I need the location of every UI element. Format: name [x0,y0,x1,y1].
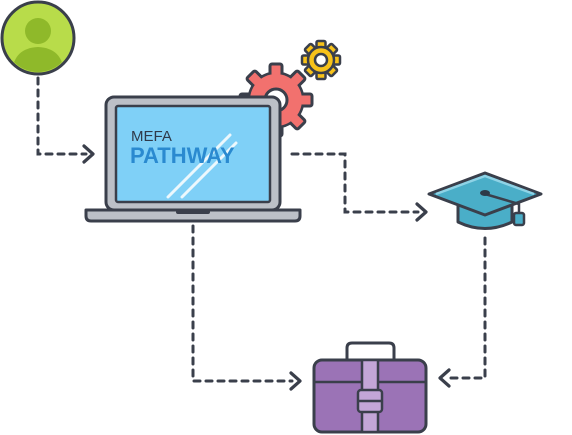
cap-button [480,190,490,196]
small-gear-icon [300,39,342,81]
graduation-cap-icon [427,171,543,230]
connector-cap-to-briefcase [446,236,487,380]
brand-line-2: PATHWAY [130,143,235,168]
arrowhead-cap [415,202,428,222]
arrowhead-briefcase-right [438,368,451,388]
laptop-screen [114,104,272,204]
user-avatar-icon [0,0,76,76]
screen-glare [166,133,238,199]
briefcase-handle [345,341,396,362]
briefcase-icon [312,341,428,434]
arrowhead-briefcase-left [289,371,302,391]
connector-user-to-laptop [36,76,88,156]
laptop-notch [176,210,210,214]
connector-laptop-to-cap [290,152,420,214]
laptop-icon: MEFA PATHWAY [84,95,302,223]
connector-laptop-to-briefcase [191,224,294,383]
cap-tassel-cord [484,192,521,214]
arrowheads [82,144,451,391]
cap-tassel [512,211,526,227]
connectors [36,76,487,383]
laptop-base [84,208,302,223]
arrowhead-laptop [82,144,95,164]
brand-line-1: MEFA [131,128,172,145]
